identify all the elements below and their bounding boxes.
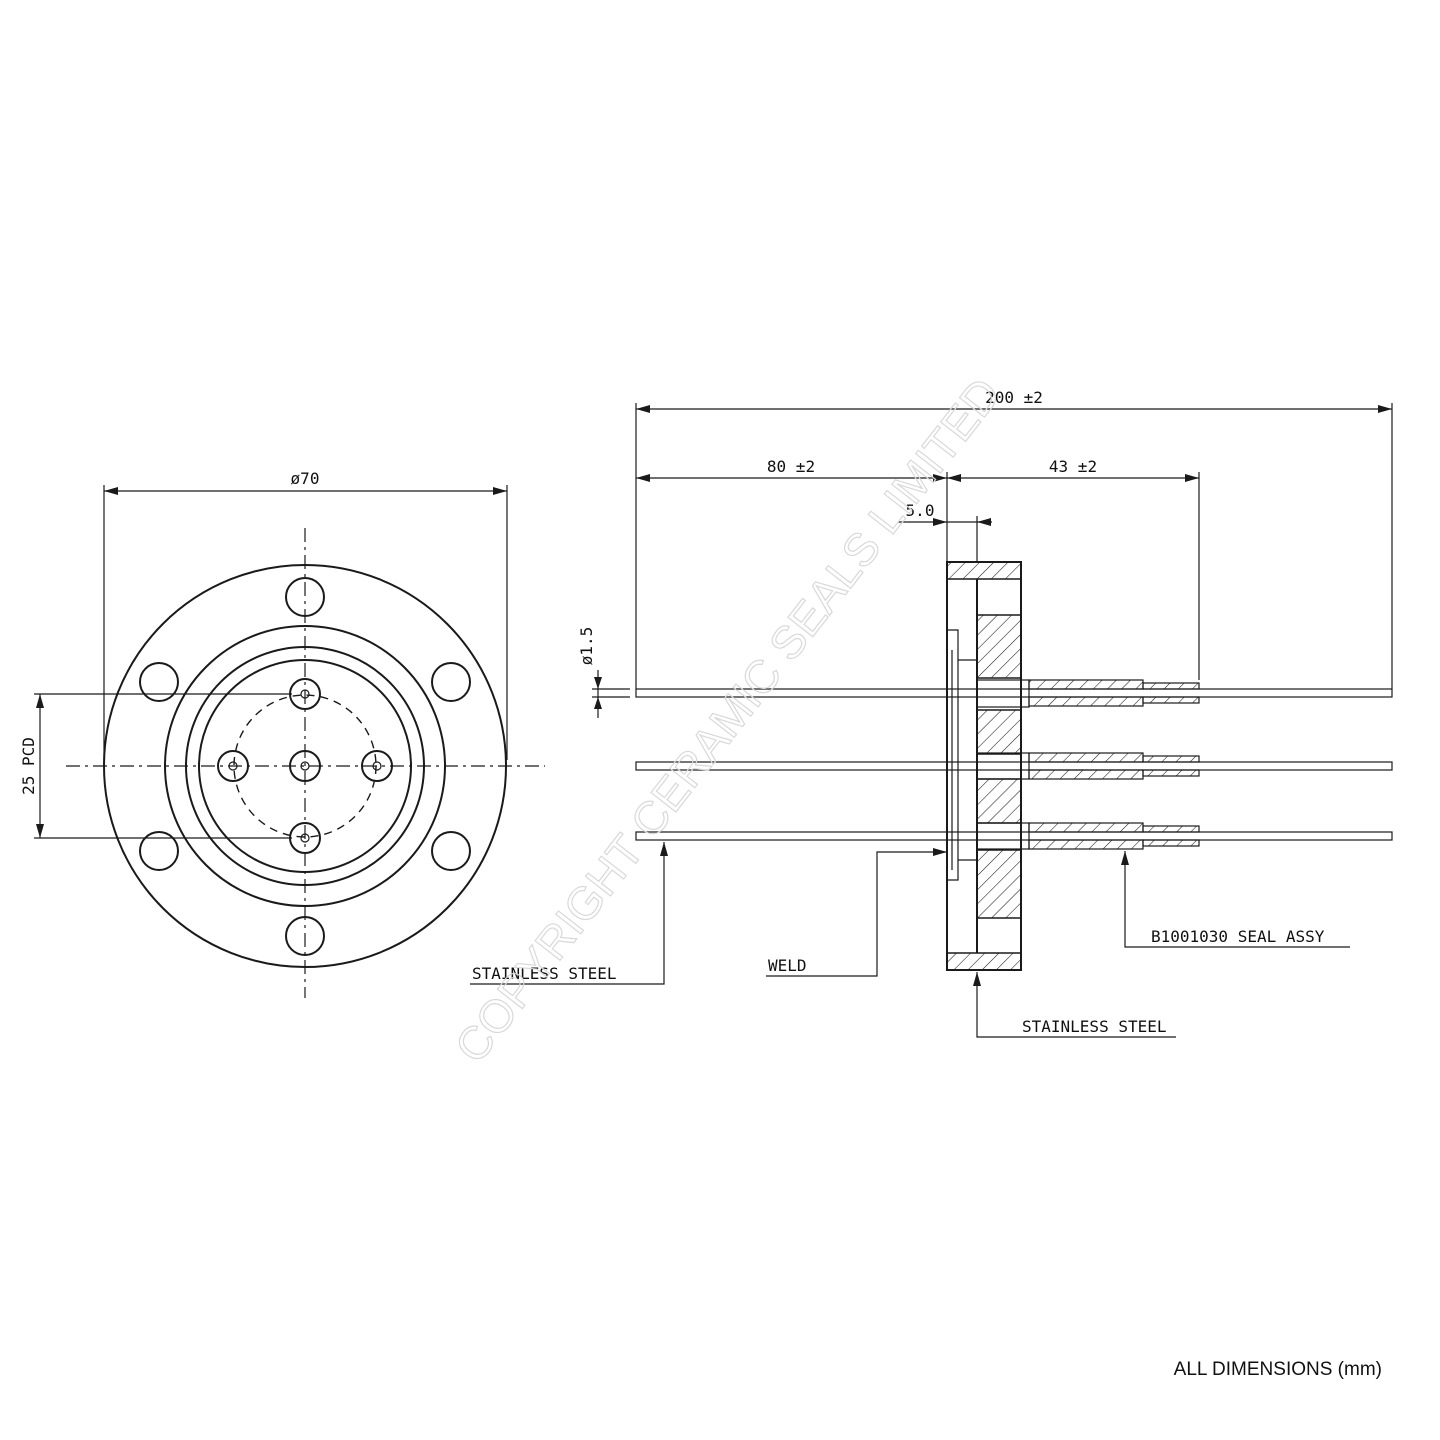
weld-callout: WELD — [766, 848, 947, 977]
flange-material-callout: STAINLESS STEEL — [973, 972, 1176, 1038]
conductor-2 — [635, 761, 1393, 771]
bolt-hole-upper-left — [139, 662, 179, 702]
seal-assembly-label: B1001030 SEAL ASSY — [1151, 927, 1325, 946]
flange-material-label: STAINLESS STEEL — [1022, 1017, 1167, 1036]
footer-note: ALL DIMENSIONS (mm) — [1174, 1359, 1382, 1380]
flange-hatch-core-4 — [976, 849, 1022, 919]
weld-label: WELD — [768, 956, 807, 975]
seal-assembly-2 — [976, 752, 1200, 780]
watermark: COPYRIGHT CERAMIC SEALS LIMITED — [444, 368, 1010, 1072]
bolt-hole-lower-left — [139, 831, 179, 871]
diameter-dimension: ø70 — [103, 469, 508, 760]
pcd-label: 25 PCD — [19, 737, 38, 795]
flange-hatch-core-3 — [976, 778, 1022, 824]
air-side-length-label: 80 ±2 — [767, 457, 815, 476]
flange-thickness-label: 5.0 — [906, 501, 935, 520]
weld-profile — [947, 629, 976, 661]
flange-hatch-top — [946, 561, 1022, 580]
vacuum-side-length-label: 43 ±2 — [1049, 457, 1097, 476]
overall-length-dimension: 200 ±2 — [635, 388, 1393, 689]
vacuum-side-length-dimension: 43 ±2 — [947, 457, 1200, 680]
seal-assembly-3 — [976, 822, 1200, 850]
pcd-dimension: 25 PCD — [19, 693, 292, 839]
conductor-diameter-dimension: ø1.5 — [577, 627, 630, 718]
flange-thickness-dimension: 5.0 — [898, 501, 992, 562]
bolt-hole-lower-right — [431, 831, 471, 871]
flange-hatch-core-1 — [976, 614, 1022, 679]
conductor-1 — [635, 688, 1393, 698]
conductor-3 — [635, 831, 1393, 841]
air-side-length-dimension: 80 ±2 — [636, 457, 948, 562]
bolt-hole-upper-right — [431, 662, 471, 702]
seal-assembly-callout: B1001030 SEAL ASSY — [1121, 851, 1350, 948]
flange-hatch-core-2 — [976, 709, 1022, 755]
overall-length-label: 200 ±2 — [985, 388, 1043, 407]
diameter-label: ø70 — [291, 469, 320, 488]
conductor-material-label: STAINLESS STEEL — [472, 964, 617, 983]
conductor-diameter-label: ø1.5 — [577, 627, 596, 666]
front-view: ø70 25 PCD — [19, 469, 545, 998]
seal-assembly-1 — [976, 679, 1200, 708]
side-view: 200 ±2 80 ±2 43 ±2 5.0 — [470, 388, 1393, 1038]
conductor-material-callout: STAINLESS STEEL — [470, 842, 668, 985]
flange-hatch-bottom — [946, 952, 1022, 971]
